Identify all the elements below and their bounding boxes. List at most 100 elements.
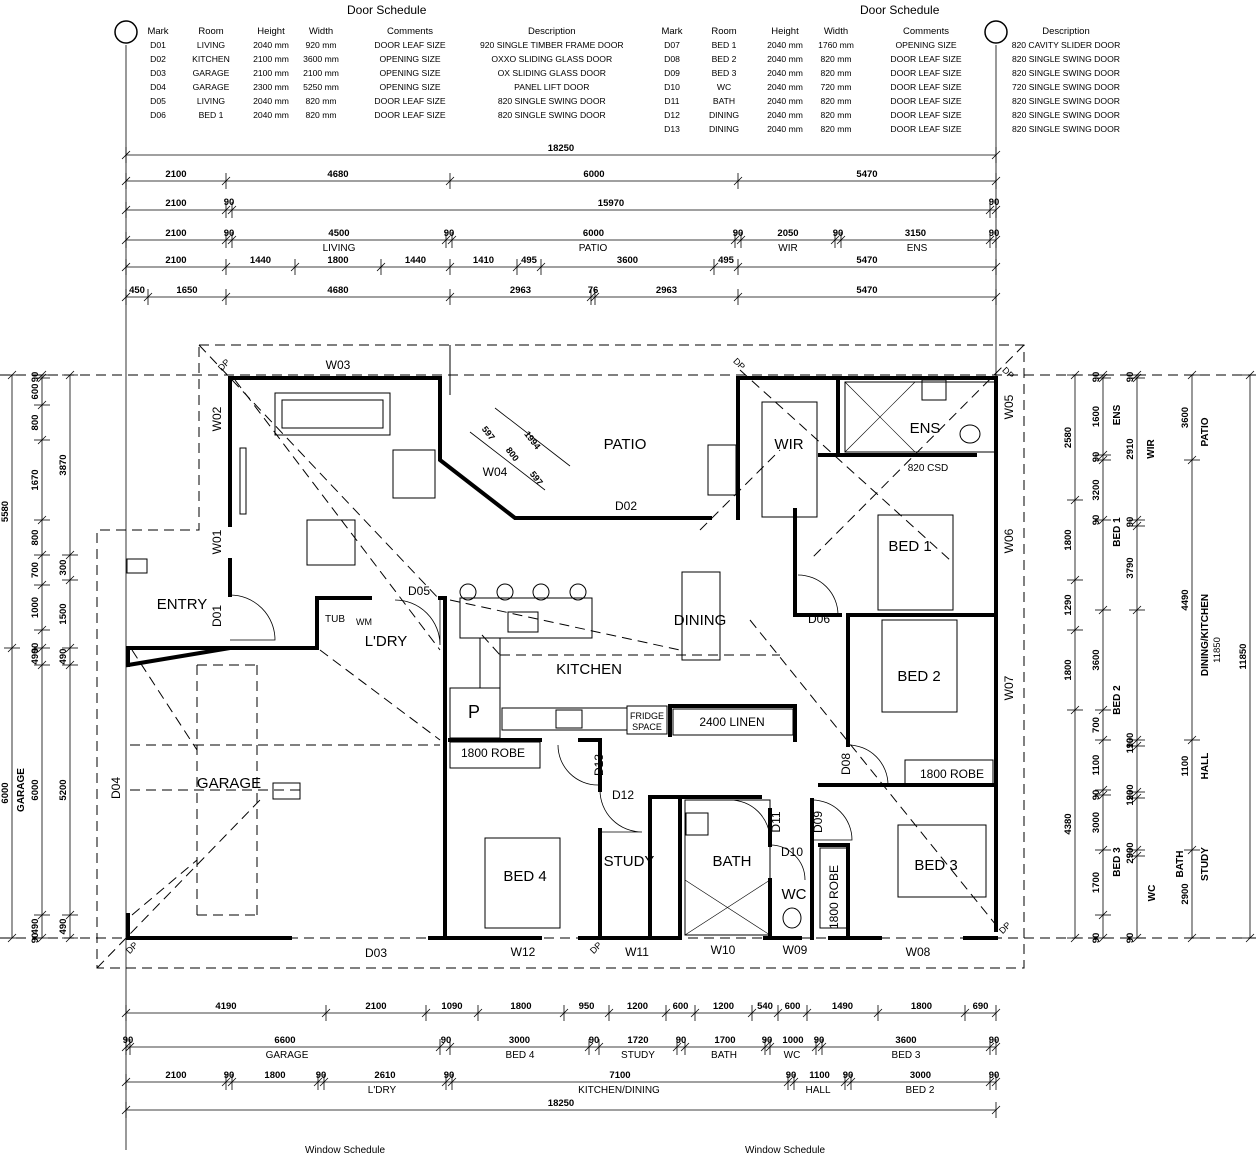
- dimension-line: [435, 1042, 445, 1052]
- dimension-label: BED 1: [1112, 517, 1123, 547]
- room-garage: GARAGE: [197, 775, 261, 792]
- dimension-label: 90: [444, 228, 455, 239]
- dimension-line: [873, 1008, 883, 1018]
- dimension-label: DINING/KITCHEN: [1200, 594, 1211, 676]
- label-robe-bed2: 1800 ROBE: [920, 767, 984, 781]
- schedule-cell: OXXO SLIDING GLASS DOOR: [491, 54, 613, 64]
- dimension-label: 90: [1091, 790, 1102, 801]
- dimension-line: [991, 205, 1001, 215]
- dimension-label: 4500: [328, 228, 349, 239]
- schedule-cell: 1760 mm: [818, 40, 854, 50]
- bed-1-icon: [877, 514, 954, 611]
- dimension-line: [1132, 793, 1142, 803]
- schedule-cell: 2100 mm: [253, 54, 289, 64]
- dimension-label: 490: [30, 919, 41, 935]
- schedule-cell: D10: [664, 82, 680, 92]
- dimension-label: 90: [1091, 452, 1102, 463]
- schedule-cell: D09: [664, 68, 680, 78]
- room-dining: DINING: [674, 612, 727, 629]
- dimension-label: 1200: [627, 1001, 648, 1012]
- downpipe-tags: DP DP DP DP DP DP: [124, 356, 1016, 956]
- dimension-line: [604, 1008, 614, 1018]
- dimension-label: 3600: [1180, 407, 1191, 428]
- dimension-label: 1800: [1063, 659, 1074, 680]
- dimension-line: [125, 1042, 135, 1052]
- dimension-line: [121, 292, 131, 302]
- schedule-cell: DOOR LEAF SIZE: [890, 82, 962, 92]
- schedule-cell: BED 1: [711, 40, 737, 50]
- dimension-line: [1098, 455, 1108, 465]
- dimension-line: [765, 1042, 775, 1052]
- toilet-icon-2: [782, 907, 802, 929]
- tag-w04: W04: [483, 465, 508, 479]
- schedule-cell: 5250 mm: [303, 82, 339, 92]
- dimension-line: [536, 262, 546, 272]
- bed-4-icon: [484, 837, 561, 929]
- dimension-line: [985, 235, 995, 245]
- dimension-label: 1100: [1125, 733, 1136, 754]
- room-bath: BATH: [713, 853, 752, 870]
- dimension-line: [445, 1042, 455, 1052]
- dimension-label: 76: [588, 285, 599, 296]
- dimension-label: BED 3: [892, 1050, 921, 1061]
- tv-unit-icon: [239, 447, 247, 515]
- dimension-line: [846, 1077, 856, 1087]
- sink-icon: [507, 611, 539, 633]
- dimension-label: 90: [786, 1070, 797, 1081]
- dimension-label: 90: [833, 228, 844, 239]
- schedule-cell: 720 SINGLE SWING DOOR: [1012, 82, 1120, 92]
- dimension-line: [817, 1042, 827, 1052]
- dimension-label: 3600: [895, 1035, 916, 1046]
- dimension-label: 90: [1091, 515, 1102, 526]
- schedule-cell: BATH: [712, 96, 736, 106]
- dimension-line: [811, 1042, 821, 1052]
- dimension-label: 600: [785, 1001, 801, 1012]
- dimension-label: 2100: [165, 255, 186, 266]
- dimension-label: 5200: [58, 779, 69, 800]
- dimension-label: 18250: [548, 1098, 574, 1109]
- dimension-label: PATIO: [579, 243, 608, 254]
- schedule-cell: LIVING: [196, 96, 226, 106]
- dimension-line: [7, 643, 17, 653]
- svg-text:1994: 1994: [522, 429, 542, 451]
- dimension-line: [121, 1042, 131, 1052]
- bath-basin-icon: [685, 812, 709, 836]
- dimension-label: 1000: [30, 597, 41, 618]
- svg-text:597: 597: [480, 424, 497, 442]
- dimension-label: 2100: [165, 198, 186, 209]
- dimension-line: [321, 1008, 331, 1018]
- dimension-line: [1070, 495, 1080, 505]
- schedule-cell: 820 mm: [820, 96, 852, 106]
- dimension-label: WIR: [1146, 439, 1157, 459]
- dimension-label: 1490: [832, 1001, 853, 1012]
- dimension-line: [559, 1008, 569, 1018]
- schedule-header: Height: [257, 25, 285, 37]
- dimension-label: 6000: [30, 779, 41, 800]
- dimension-line: [121, 235, 131, 245]
- dimension-line: [37, 580, 47, 590]
- dimension-label: BED 2: [1112, 685, 1123, 715]
- dimension-label: KITCHEN/DINING: [578, 1085, 660, 1096]
- dimension-line: [747, 1008, 757, 1018]
- schedule-header: Width: [308, 25, 334, 37]
- dimension-label: 2580: [1063, 427, 1074, 448]
- dimension-label: 90: [814, 1035, 825, 1046]
- dimension-label: 18250: [548, 143, 574, 154]
- schedule-cell: 720 mm: [820, 82, 852, 92]
- dimension-line: [313, 1077, 323, 1087]
- dimension-line: [1132, 515, 1142, 525]
- tag-d06: D06: [808, 612, 830, 626]
- dimension-label: 2910: [1125, 438, 1136, 459]
- dimension-label: WC: [1147, 885, 1158, 902]
- dimension-line: [594, 1042, 604, 1052]
- dimension-line: [1070, 705, 1080, 715]
- room-bed2: BED 2: [897, 668, 940, 685]
- tag-d12: D12: [612, 788, 634, 802]
- tag-d04: D04: [109, 777, 123, 799]
- schedule-cell: 820 SINGLE SWING DOOR: [1012, 54, 1120, 64]
- dimension-label: 1720: [627, 1035, 648, 1046]
- dimension-label: 1100: [1091, 755, 1102, 776]
- dimension-label: 1410: [473, 255, 494, 266]
